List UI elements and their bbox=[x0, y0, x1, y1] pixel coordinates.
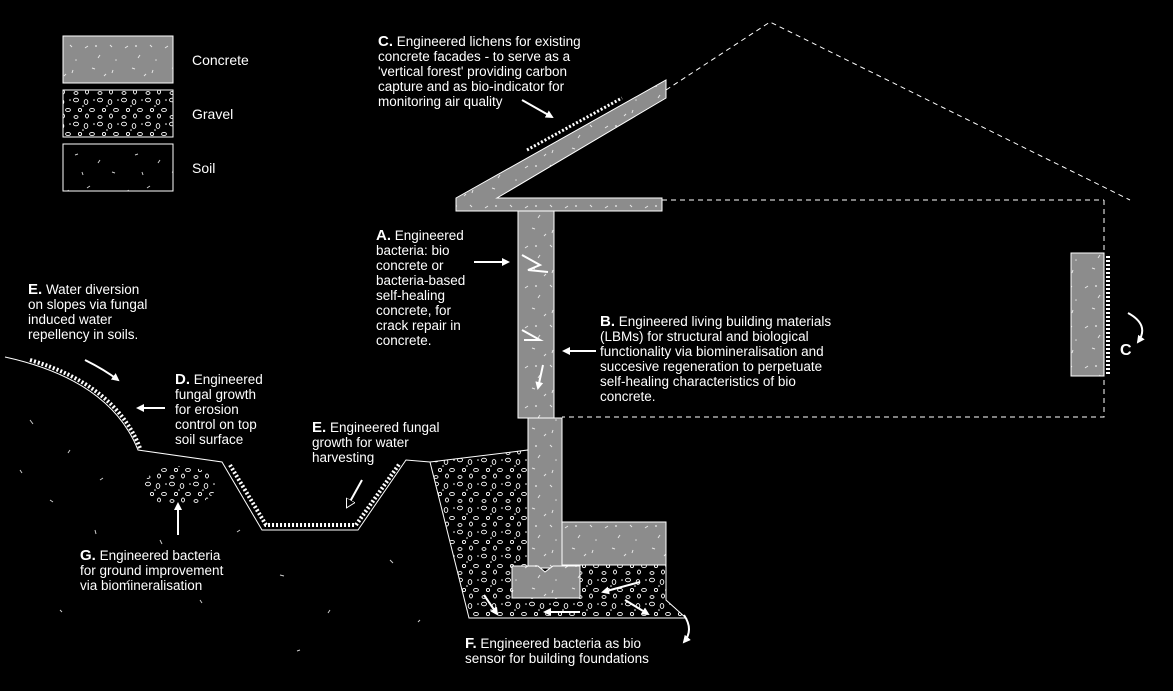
arrow-f4 bbox=[483, 594, 499, 616]
legend-soil-label: Soil bbox=[192, 160, 216, 176]
wall-upper bbox=[517, 210, 555, 419]
label-c: C. Engineered lichens for existing concr… bbox=[378, 33, 581, 109]
footing bbox=[511, 565, 581, 599]
floor-slab bbox=[561, 521, 667, 566]
ground-gravel-patch bbox=[144, 466, 216, 506]
annotation-arrows bbox=[84, 99, 1145, 644]
arrow-f1 bbox=[601, 581, 641, 595]
label-d: D. Engineered fungal growth for erosion … bbox=[175, 371, 263, 447]
label-b: B. Engineered living building materials … bbox=[600, 313, 832, 404]
wall-crack-2 bbox=[521, 329, 544, 341]
slope-fungal-layer bbox=[29, 358, 142, 449]
terrain bbox=[4, 356, 431, 531]
arrow-c-curved bbox=[1127, 312, 1145, 344]
label-e-harvesting: E. Engineered fungal growth for water ha… bbox=[312, 419, 440, 465]
label-e-slope: E. Water diversion on slopes via fungal … bbox=[28, 281, 148, 342]
soil-specks bbox=[19, 419, 421, 652]
trench-fungal-layer bbox=[228, 461, 402, 527]
wall-crack bbox=[521, 254, 549, 273]
legend-soil-swatch bbox=[62, 143, 174, 192]
legend-concrete-label: Concrete bbox=[192, 52, 249, 68]
label-f: F. Engineered bacteria as bio sensor for… bbox=[465, 635, 649, 666]
legend-concrete-swatch bbox=[62, 35, 174, 84]
arrow-wall-crack bbox=[535, 364, 544, 390]
label-a: A. Engineered bacteria: bio concrete or … bbox=[376, 227, 466, 348]
legend-gravel-label: Gravel bbox=[192, 106, 234, 122]
arrow-e1 bbox=[84, 359, 120, 382]
arrow-f2 bbox=[624, 599, 650, 616]
legend-gravel-swatch bbox=[62, 89, 174, 138]
arrow-f-curved bbox=[682, 614, 691, 644]
roof-slab bbox=[455, 79, 667, 212]
marker-c: C bbox=[1120, 342, 1132, 359]
foundation-wall bbox=[527, 417, 563, 569]
arrow-c bbox=[521, 99, 554, 118]
arrow-e2 bbox=[347, 479, 363, 507]
label-g: G. Engineered bacteria for ground improv… bbox=[80, 547, 224, 593]
right-facade-panel bbox=[1070, 252, 1105, 377]
